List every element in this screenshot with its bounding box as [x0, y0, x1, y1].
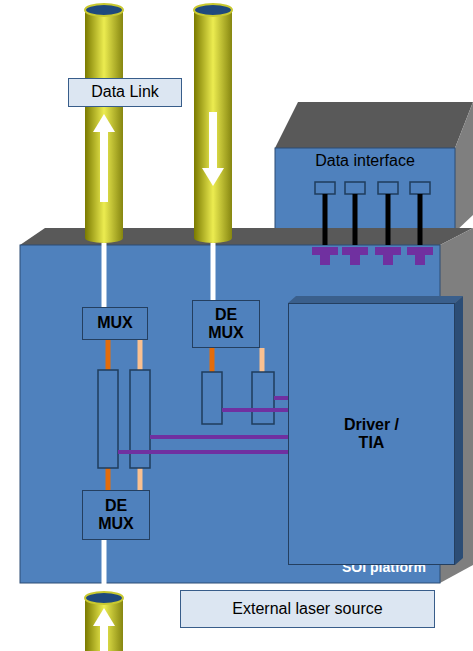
interface-box: Data interface	[275, 148, 455, 232]
fiber-cylinder	[85, 10, 123, 238]
interface-front-face	[275, 148, 455, 232]
fiber-end	[194, 4, 232, 16]
interface-pad	[345, 182, 365, 194]
node-text: Driver / TIA	[332, 416, 412, 453]
platform-pad	[350, 247, 360, 265]
fiber-cylinder	[194, 233, 232, 243]
fiber-cylinder	[85, 233, 123, 243]
demux-block: DE MUX	[192, 300, 260, 348]
bond-wire	[386, 232, 391, 245]
flow-arrow	[93, 608, 115, 626]
interface-pad	[378, 182, 398, 194]
modulator	[98, 370, 118, 468]
waveguide	[211, 243, 216, 300]
electrical-line	[118, 450, 290, 454]
electrical-line	[222, 408, 290, 412]
waveguide	[102, 540, 107, 598]
platform-pad	[320, 247, 330, 265]
fiber-cylinder	[85, 598, 123, 651]
bond-wire	[323, 194, 328, 232]
demux-block: DE MUX	[82, 490, 150, 540]
waveguide	[106, 468, 111, 490]
interface-side-face	[455, 102, 473, 232]
waveguide	[210, 348, 215, 372]
fiber-end	[85, 592, 123, 604]
waveguide	[260, 348, 265, 372]
bond-wire	[353, 232, 358, 245]
node-text: DE MUX	[203, 306, 249, 343]
interface-top-face	[275, 102, 473, 148]
flow-arrow	[100, 624, 108, 651]
flow-arrow	[209, 112, 217, 170]
platform-pad	[383, 247, 393, 265]
electrical-line	[150, 435, 290, 439]
platform-pad	[415, 247, 425, 265]
bond-wire	[418, 194, 423, 232]
waveguide	[138, 468, 143, 490]
photodetector	[252, 372, 274, 424]
link-label: Data Link	[68, 78, 182, 107]
node-text: MUX	[97, 314, 133, 332]
node-text: External laser source	[232, 600, 382, 618]
interface-pad	[410, 182, 430, 194]
driver-top-face	[288, 296, 463, 303]
driver-side-face	[455, 296, 463, 565]
flow-arrow	[202, 168, 224, 186]
flow-arrow	[93, 114, 115, 132]
fiber-cylinder	[194, 10, 232, 238]
waveguide	[106, 340, 111, 370]
waveguide	[138, 340, 143, 370]
bond-wire	[418, 232, 423, 245]
node-text: Data interface	[315, 152, 415, 170]
mux-block: MUX	[82, 307, 148, 340]
driver-tia-block: Driver / TIA	[288, 303, 455, 565]
laser-label: External laser source	[180, 590, 435, 628]
node-text: Data Link	[91, 83, 159, 101]
flow-arrow	[100, 130, 108, 202]
bond-wire	[353, 194, 358, 232]
node-text: DE MUX	[93, 497, 139, 534]
interface-pad	[315, 182, 335, 194]
photodetector	[202, 372, 222, 424]
bond-wire	[386, 194, 391, 232]
fiber-end	[85, 4, 123, 16]
bond-wire	[323, 232, 328, 245]
waveguide	[102, 243, 107, 307]
soi-platform: SOI platformMUXDE MUXDriver / TIADE MUX	[20, 245, 440, 583]
